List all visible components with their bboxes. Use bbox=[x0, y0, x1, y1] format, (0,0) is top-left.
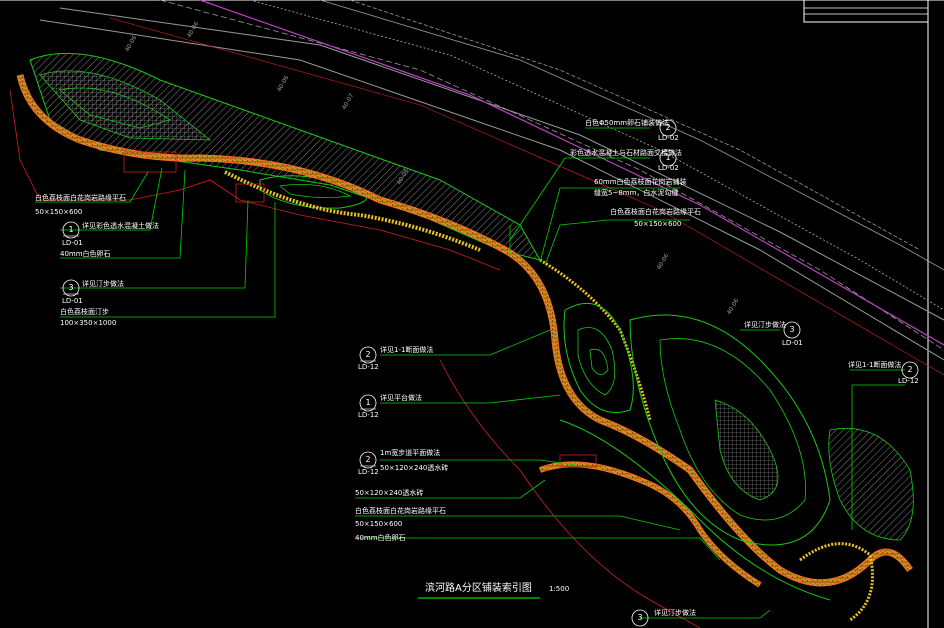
sheet-ref: LD-01 bbox=[62, 239, 83, 247]
index-number: 2 bbox=[365, 455, 370, 464]
sheet-ref: LD-01 bbox=[782, 339, 803, 347]
road-code: 40-07 bbox=[341, 92, 356, 111]
index-number: 3 bbox=[789, 325, 794, 334]
leader-lines bbox=[35, 127, 905, 619]
callout-text: 详见汀步做法 bbox=[654, 608, 696, 617]
callout-text: 60mm白色荔枝面花岗岩铺装 bbox=[594, 177, 687, 186]
drawing-title-block: 滨河路A分区铺装索引图 1:500 bbox=[418, 581, 569, 599]
drawing-title: 滨河路A分区铺装索引图 bbox=[425, 581, 532, 594]
callout-text: 缝宽5~8mm，白水泥勾缝 bbox=[594, 188, 678, 197]
callout-text: 50×150×600 bbox=[355, 520, 402, 528]
index-marker-c10: 2 LD-12 bbox=[898, 361, 919, 385]
index-number: 2 bbox=[907, 365, 912, 374]
site-boundary bbox=[9, 89, 701, 628]
index-marker-c8: 3 LD-01 bbox=[782, 321, 803, 347]
index-marker-c15: 3 bbox=[631, 609, 649, 627]
callout-text: 详见汀步做法 bbox=[744, 320, 786, 329]
sheet-ref: LD-01 bbox=[62, 297, 83, 305]
main-paving-path bbox=[16, 74, 913, 622]
index-number: 3 bbox=[637, 613, 642, 622]
index-number: 2 bbox=[365, 350, 370, 359]
callout-text: 40mm白色卵石 bbox=[60, 249, 111, 258]
index-number: 2 bbox=[665, 123, 670, 132]
callout-text: 详见平台做法 bbox=[380, 393, 422, 402]
callout-text: 详见汀步做法 bbox=[82, 279, 124, 288]
callout-text: 1m宽步道平面做法 bbox=[380, 448, 440, 457]
callout-text: 彩色透水混凝土与石材路面交接做法 bbox=[570, 148, 682, 157]
index-marker-c4: 2 LD-02 bbox=[658, 119, 679, 142]
index-marker-c5: 1 LD-02 bbox=[658, 149, 679, 172]
index-number: 1 bbox=[68, 225, 73, 234]
index-marker-c11: 1 LD-12 bbox=[358, 394, 379, 419]
callout-text: 白色荔枝面汀步 bbox=[60, 307, 109, 316]
index-marker-c12: 2 LD-12 bbox=[358, 451, 379, 476]
index-number: 3 bbox=[68, 283, 73, 292]
road-code: 40-06 bbox=[276, 74, 291, 93]
callout-text: 白色荔枝面白花岗岩路缘平石 bbox=[355, 506, 446, 515]
callout-text: 50×120×240透水砖 bbox=[380, 463, 448, 472]
drawing-scale: 1:500 bbox=[549, 585, 569, 593]
sheet-ref: LD-12 bbox=[358, 363, 379, 371]
callout-text: 40mm白色卵石 bbox=[355, 533, 406, 542]
callout-text: 50×150×600 bbox=[634, 220, 681, 228]
callout-text: 白色荔枝面白花岗岩路缘平石 bbox=[610, 207, 701, 216]
callout-text: 100×350×1000 bbox=[60, 319, 116, 327]
callout-text: 详见1-1断面做法 bbox=[848, 360, 901, 369]
callout-text: 50×120×240透水砖 bbox=[355, 488, 423, 497]
index-marker-c2: 1 LD-01 bbox=[62, 221, 83, 247]
index-markers: 1 LD-01 3 LD-01 2 LD-02 1 LD-02 3 LD-01 … bbox=[62, 119, 919, 627]
sheet-ref: LD-02 bbox=[658, 134, 679, 142]
sheet-ref: LD-12 bbox=[358, 468, 379, 476]
index-number: 1 bbox=[665, 153, 670, 162]
sheet-ref: LD-12 bbox=[358, 411, 379, 419]
index-marker-c9: 2 LD-12 bbox=[358, 346, 379, 371]
road-code: 40-06 bbox=[656, 252, 671, 271]
callout-text: 详见1-1断面做法 bbox=[380, 345, 433, 354]
road-corridor bbox=[39, 0, 944, 376]
callout-text: 详见彩色透水混凝土做法 bbox=[82, 221, 159, 230]
callout-text: 白色荔枝面白花岗岩路缘平石 bbox=[35, 193, 126, 202]
sheet-ref: LD-12 bbox=[898, 377, 919, 385]
callout-text: 50×150×600 bbox=[35, 208, 82, 216]
road-code: 40-06 bbox=[124, 34, 139, 53]
lower-planting-beds bbox=[559, 302, 914, 601]
index-number: 1 bbox=[365, 398, 370, 407]
road-code: 40-06 bbox=[726, 297, 741, 316]
road-code: 40-06 bbox=[186, 20, 201, 39]
sheet-ref: LD-02 bbox=[658, 164, 679, 172]
callout-text: 白色Φ50mm卵石铺装做法 bbox=[585, 118, 669, 127]
callout-labels: 白色荔枝面白花岗岩路缘平石 50×150×600 详见彩色透水混凝土做法 40m… bbox=[35, 118, 901, 617]
index-marker-c3: 3 LD-01 bbox=[62, 279, 83, 305]
